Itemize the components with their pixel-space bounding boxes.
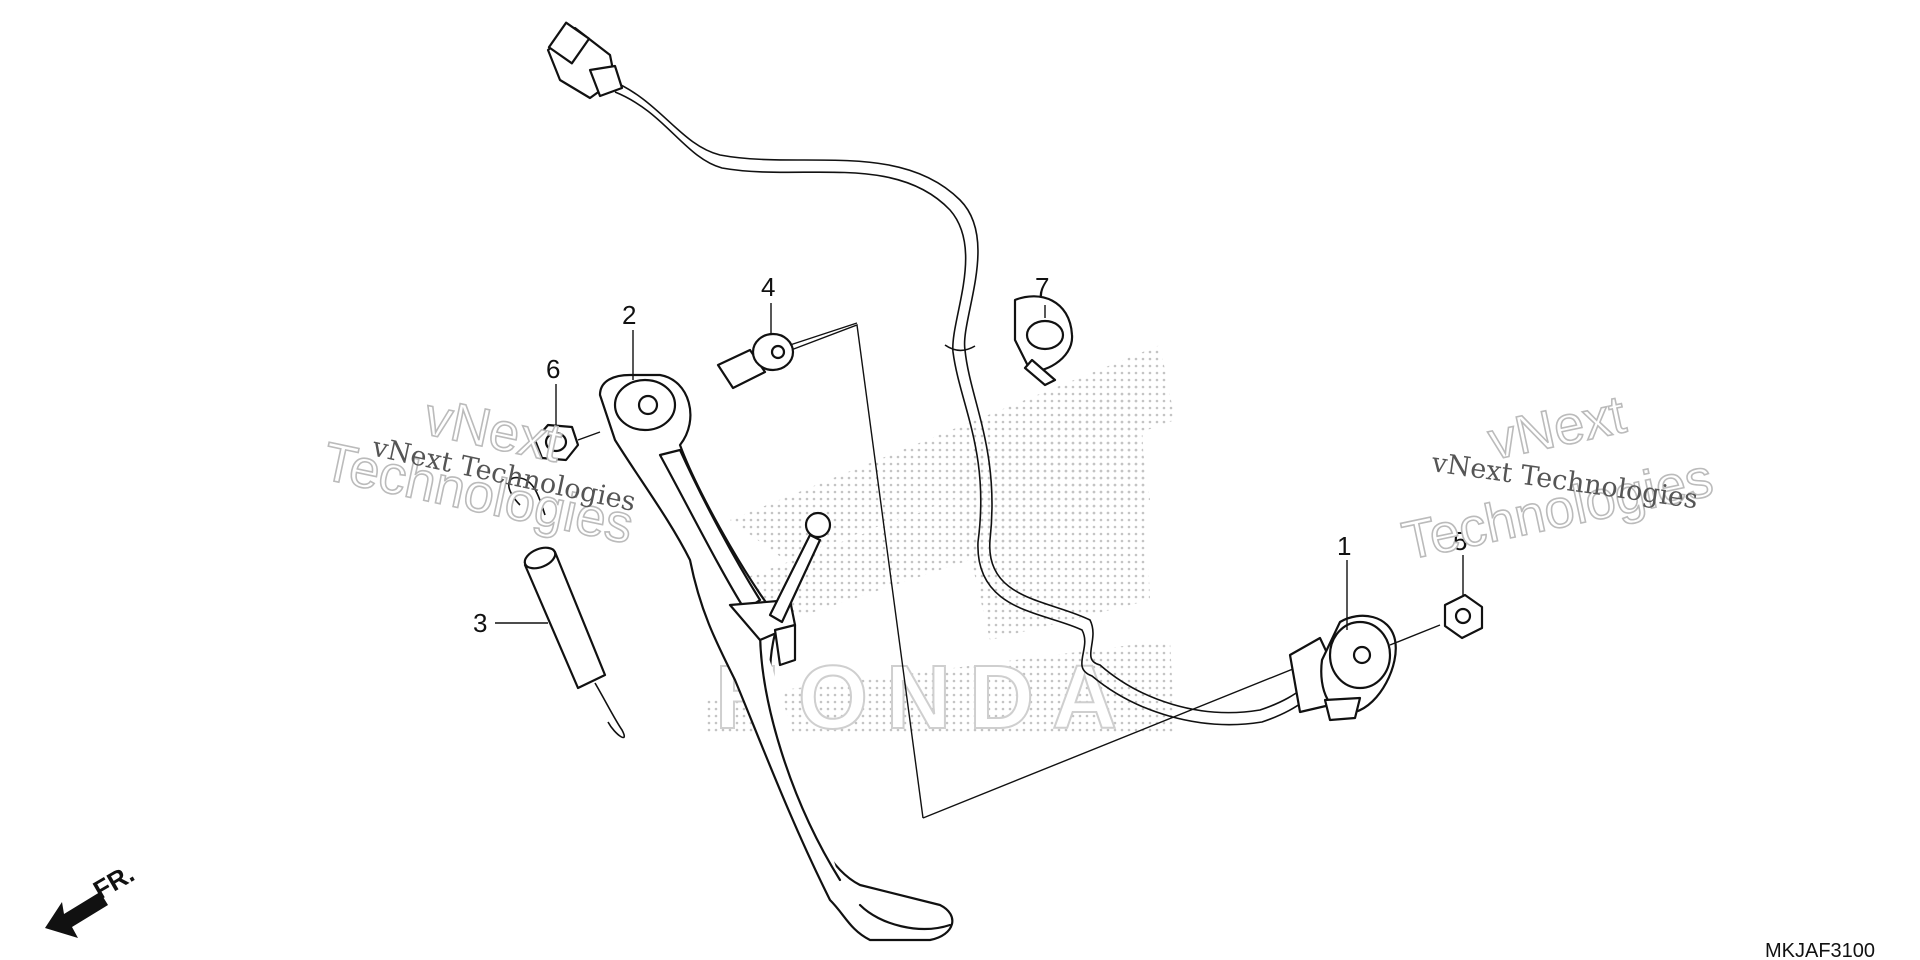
callouts: 1 2 3 4 5 6 7 <box>473 272 1467 638</box>
harness-clip <box>1013 295 1074 387</box>
pivot-nut <box>533 423 601 462</box>
side-stand-spring <box>507 476 625 739</box>
reference-lines <box>769 324 924 819</box>
callout-3: 3 <box>473 608 487 638</box>
callout-2: 2 <box>622 300 636 330</box>
harness-connector <box>546 21 624 100</box>
callout-1: 1 <box>1337 531 1351 561</box>
switch-bolt <box>1389 593 1484 646</box>
switch-wire-harness <box>546 21 1319 726</box>
reference-line-lower <box>922 649 1341 819</box>
diagram-code: MKJAF3100 <box>1765 940 1875 960</box>
callout-7: 7 <box>1035 272 1049 302</box>
side-stand-switch <box>1288 614 1397 722</box>
callout-4: 4 <box>761 272 775 302</box>
callout-6: 6 <box>546 354 560 384</box>
pivot-bolt <box>716 322 858 390</box>
front-arrow-icon <box>45 892 108 938</box>
front-direction-indicator: FR. <box>45 858 139 938</box>
harness-clamp-mark <box>944 344 976 352</box>
callout-5: 5 <box>1453 526 1467 556</box>
side-stand <box>598 373 954 942</box>
